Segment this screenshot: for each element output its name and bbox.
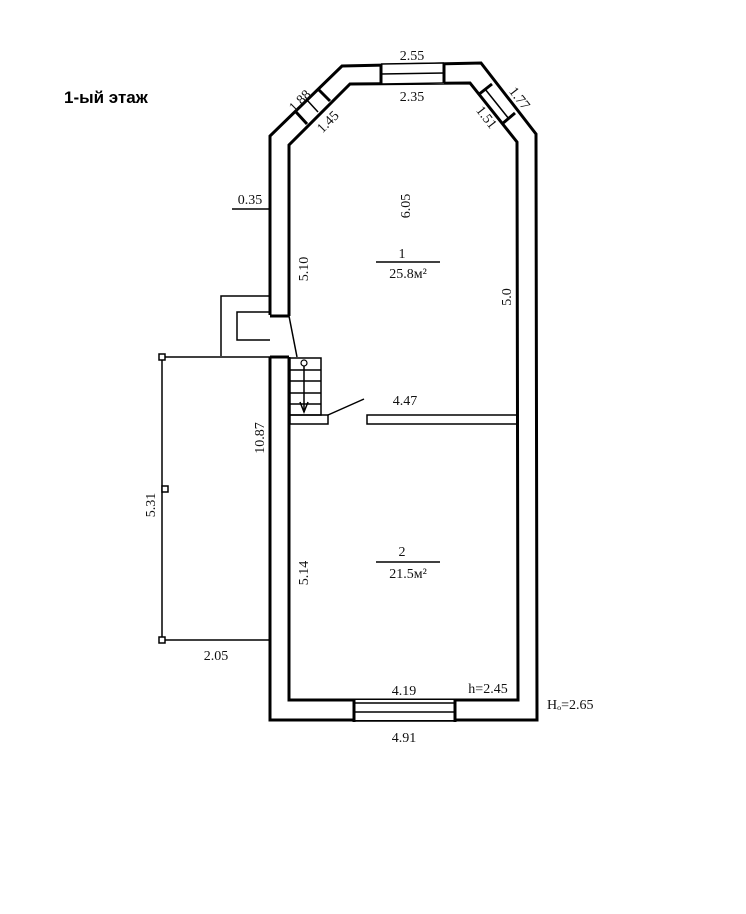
- dim-bottom-inner: 4.19: [392, 684, 417, 699]
- dim-left-diag-outer: 1.88: [287, 88, 315, 116]
- outer-wall: [268, 61, 539, 722]
- window-left-diagonal: [294, 87, 332, 126]
- door-swing: [327, 398, 365, 416]
- dim-left-diag-inner: 1.45: [315, 109, 343, 137]
- dim-wall-thickness: 0.35: [238, 193, 263, 208]
- dim-room2-left: 5.14: [297, 561, 312, 586]
- ceiling-height: h=2.45: [468, 682, 507, 697]
- window-right-diagonal: [477, 82, 516, 126]
- dim-room1-left: 5.10: [297, 257, 312, 282]
- staircase: [289, 357, 329, 425]
- inner-wall: [287, 81, 520, 702]
- dim-room1-length: 6.05: [399, 194, 414, 219]
- arrow-down-icon: [299, 401, 309, 415]
- partition-wall: [366, 414, 518, 425]
- dim-room1-right: 5.0: [500, 288, 515, 306]
- window-top: [379, 62, 446, 85]
- dim-bottom-outer: 4.91: [392, 731, 417, 746]
- floor-height: Hₒ=2.65: [547, 698, 594, 713]
- room-1-number: 1: [399, 247, 406, 262]
- dim-right-diag-outer: 1.77: [505, 85, 532, 114]
- entrance-porch: [220, 295, 298, 358]
- dim-top-outer: 2.55: [400, 49, 425, 64]
- dim-partition: 4.47: [393, 394, 418, 409]
- window-bottom: [352, 700, 457, 722]
- room-1-area: 25.8м²: [389, 267, 427, 282]
- dim-right-diag-inner: 1.51: [472, 104, 499, 133]
- dim-total-left: 10.87: [253, 422, 268, 454]
- dim-terrace-width: 2.05: [204, 649, 229, 664]
- terrace: [158, 353, 270, 644]
- dim-terrace-length: 5.31: [144, 493, 159, 518]
- room-2-number: 2: [399, 545, 406, 560]
- room-2-area: 21.5м²: [389, 567, 427, 582]
- floor-title: 1-ый этаж: [64, 88, 149, 107]
- dim-top-inner: 2.35: [400, 90, 425, 105]
